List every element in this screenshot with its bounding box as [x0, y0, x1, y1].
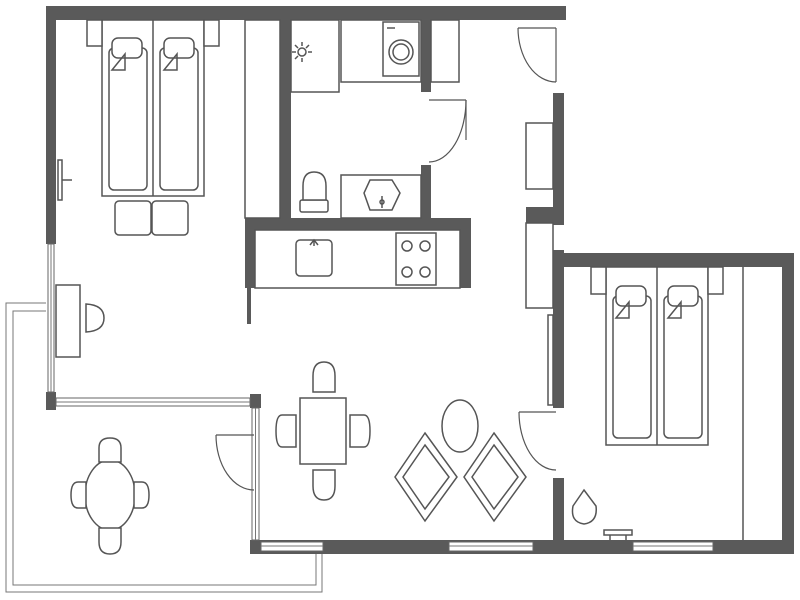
shower-head-icon: [292, 42, 312, 62]
washing-machine-icon: [382, 21, 420, 77]
balcony: [5, 302, 323, 593]
door-swing-icon: [518, 411, 557, 471]
round-table-icon: [441, 399, 479, 453]
armchair-icon: [394, 431, 458, 523]
chair-icon: [98, 527, 122, 555]
bedroom-2: [571, 266, 724, 540]
armchair-icon: [463, 431, 527, 523]
chair-icon: [98, 437, 122, 463]
bathroom: [290, 19, 460, 219]
nightstand-icon: [86, 19, 103, 47]
chair-icon: [70, 481, 87, 509]
shower: [290, 19, 340, 93]
chair-icon: [312, 469, 336, 501]
table-icon: [55, 284, 81, 358]
living-dining: [275, 361, 527, 523]
nightstand-icon: [707, 266, 724, 295]
chair-icon: [349, 414, 371, 448]
nightstand-icon: [590, 266, 607, 295]
chair-icon: [151, 200, 189, 236]
toilet-icon: [299, 171, 329, 213]
chair-icon: [275, 414, 297, 448]
wardrobe: [244, 19, 281, 219]
windows: [47, 159, 744, 552]
doors: [215, 27, 557, 491]
balcony-furniture: [70, 437, 150, 555]
bedroom-1: [55, 19, 281, 358]
door-swing-icon: [517, 27, 557, 83]
door-swing-icon: [428, 99, 467, 163]
plant-icon: [571, 488, 597, 525]
kitchenette: [254, 229, 461, 289]
chair-icon: [114, 200, 152, 236]
nightstand-icon: [203, 19, 220, 47]
hall-closets: [525, 122, 554, 309]
sink-icon: [363, 179, 401, 211]
stove-icon: [395, 232, 437, 286]
chair-icon: [85, 303, 105, 333]
walls: [46, 6, 794, 554]
door-swing-icon: [215, 434, 255, 491]
table-icon: [299, 397, 347, 465]
chair-icon: [133, 481, 150, 509]
round-table-icon: [84, 459, 136, 531]
chair-icon: [312, 361, 336, 393]
